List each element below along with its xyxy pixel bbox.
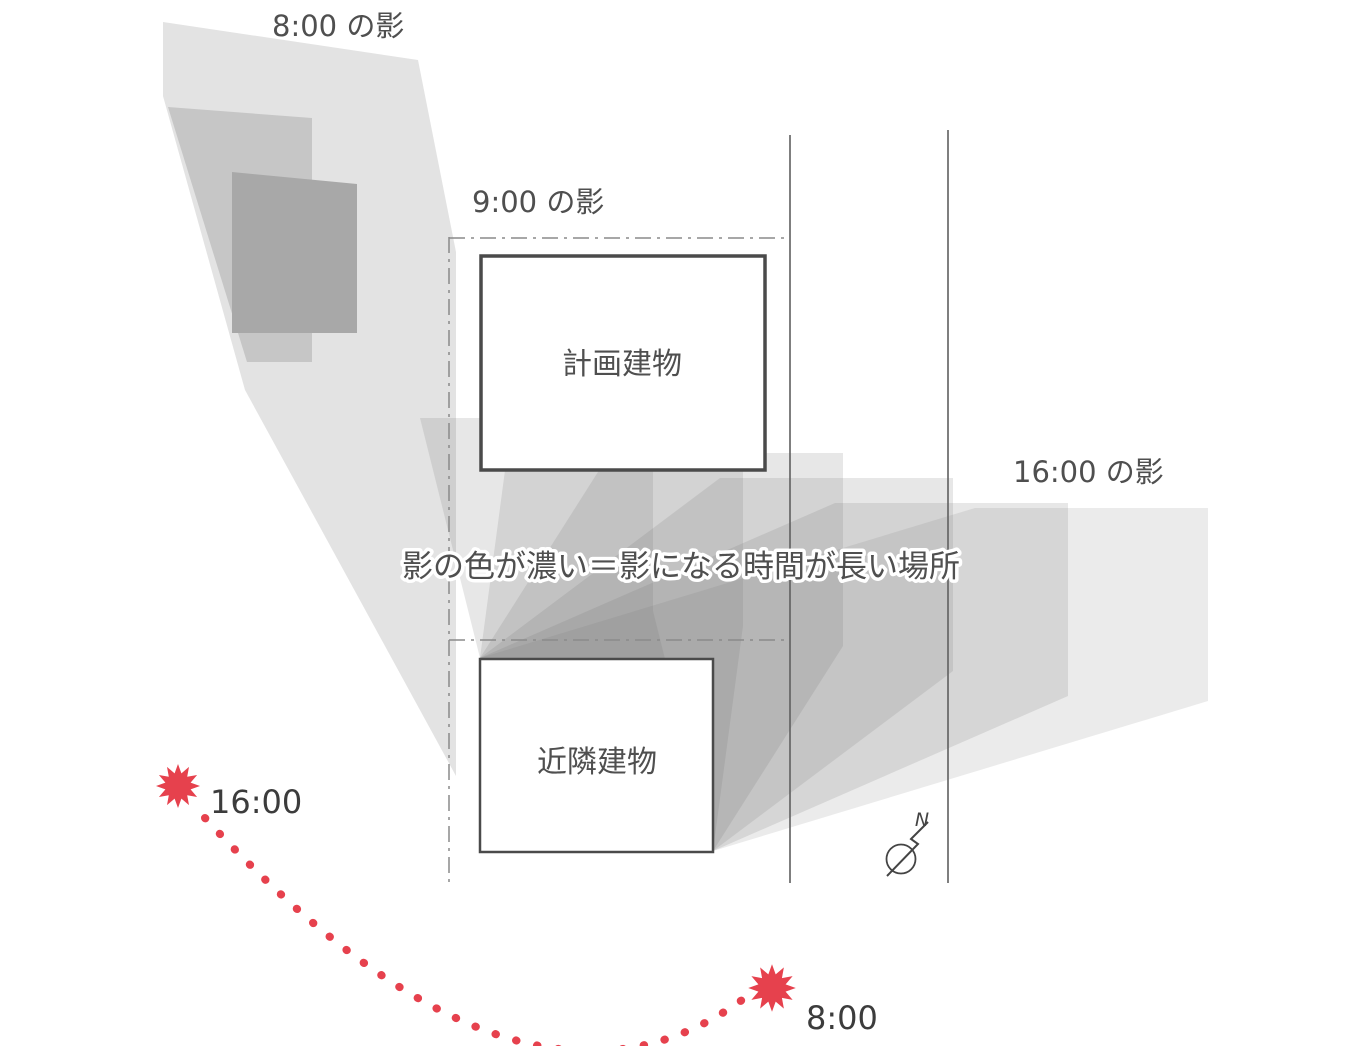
sun-icon-0800 [748, 964, 796, 1012]
shadow-0800-label: 8:00 の影 [272, 9, 404, 43]
sun-path-arc [201, 814, 746, 1046]
north-arrow-line [886, 821, 929, 877]
shadow-darkness-annotation: 影の色が濃い＝影になる時間が長い場所 [402, 549, 960, 585]
north-circle [885, 843, 917, 875]
planned-building-outline [479, 254, 767, 472]
sun-time-0800-label: 8:00 [806, 999, 878, 1037]
north-letter: N [915, 809, 929, 831]
sun-time-1600-label: 16:00 [210, 783, 302, 821]
neighbor-building-label: 近隣建物 [537, 745, 657, 780]
shadow-0900-label: 9:00 の影 [472, 185, 604, 219]
north-mark: N [885, 809, 929, 877]
reference-lines [789, 130, 949, 883]
shadow-1600-label: 16:00 の影 [1013, 455, 1164, 489]
sun-icon-1600 [156, 764, 200, 808]
site-boundary-lines [448, 237, 789, 883]
neighbor-building-outline [478, 657, 715, 854]
planned-building-label: 計画建物 [562, 347, 682, 382]
shadow-overlap-dark [232, 172, 357, 333]
